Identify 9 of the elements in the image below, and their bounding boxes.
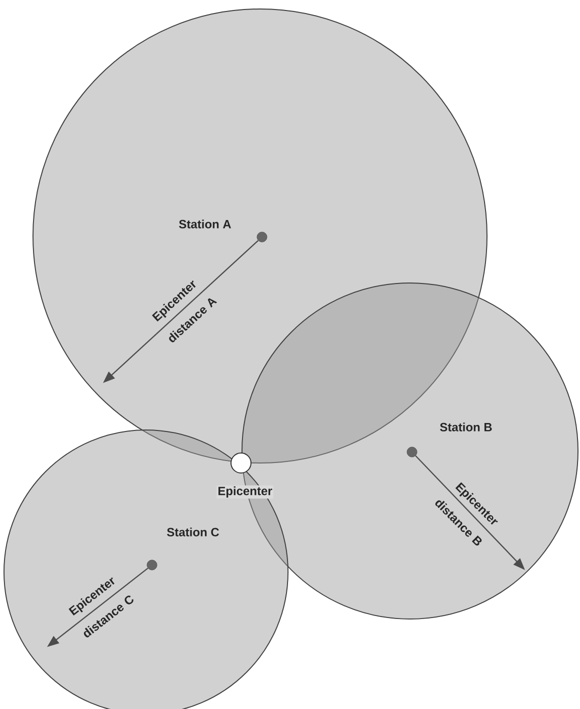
station-label: Station C xyxy=(167,528,219,536)
station-label: Station B xyxy=(440,422,492,432)
station-label: Station A xyxy=(179,220,231,228)
station-dot xyxy=(406,446,418,458)
epicenter-point xyxy=(230,452,252,474)
station-dot xyxy=(146,560,158,570)
station-dot xyxy=(256,232,268,242)
circle-region xyxy=(4,430,288,709)
station-label: Epicenter xyxy=(216,485,274,499)
